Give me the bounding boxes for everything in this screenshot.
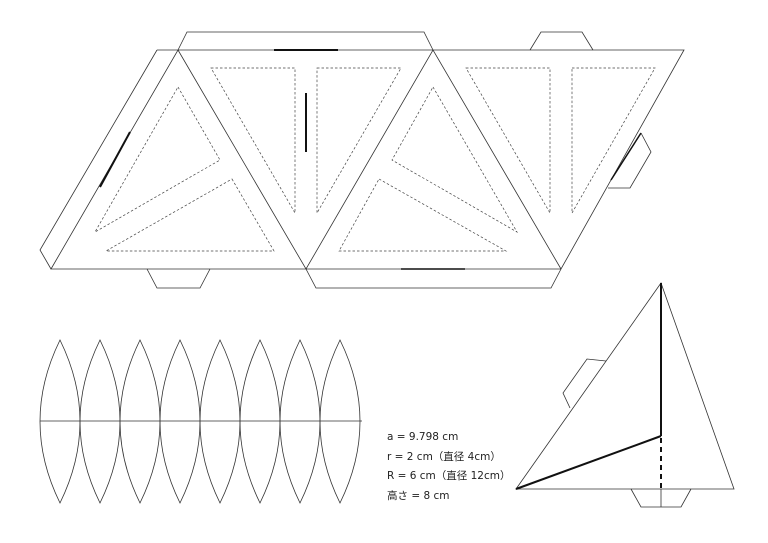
- pyramid-outline: [515, 282, 735, 490]
- tetrahedron-net: [39, 31, 685, 289]
- gore-lens: [79, 339, 121, 504]
- top-right-tab: [529, 31, 594, 51]
- slot-marks: [99, 49, 642, 270]
- left-glue-flap: [39, 49, 178, 270]
- gore-lens: [239, 339, 281, 504]
- spec-height: 高さ = 8 cm: [387, 489, 450, 502]
- cut-windows: [94, 67, 656, 252]
- spec-r: r = 2 cm（直径 4cm）: [387, 450, 501, 463]
- dimension-specs: a = 9.798 cm r = 2 cm（直径 4cm） R = 6 cm（直…: [387, 428, 511, 506]
- face-outlines: [50, 49, 685, 270]
- spec-a: a = 9.798 cm: [387, 431, 459, 443]
- gore-lens: [279, 339, 321, 504]
- spec-R: R = 6 cm（直径 12cm）: [387, 470, 511, 482]
- base-tab: [630, 488, 692, 508]
- gore-lens: [199, 339, 241, 504]
- top-glue-flap: [177, 31, 434, 51]
- gore-lens: [119, 339, 161, 504]
- gore-lens: [39, 339, 81, 504]
- pyramid-diagram: [515, 282, 735, 508]
- bottom-left-tab: [146, 268, 211, 289]
- side-tab: [562, 358, 607, 409]
- radius-line: [515, 435, 662, 490]
- gore-lens: [319, 339, 361, 504]
- gore-lens: [159, 339, 201, 504]
- sphere-gores: [39, 339, 362, 504]
- bottom-glue-flap: [305, 268, 562, 289]
- right-tab: [608, 132, 652, 189]
